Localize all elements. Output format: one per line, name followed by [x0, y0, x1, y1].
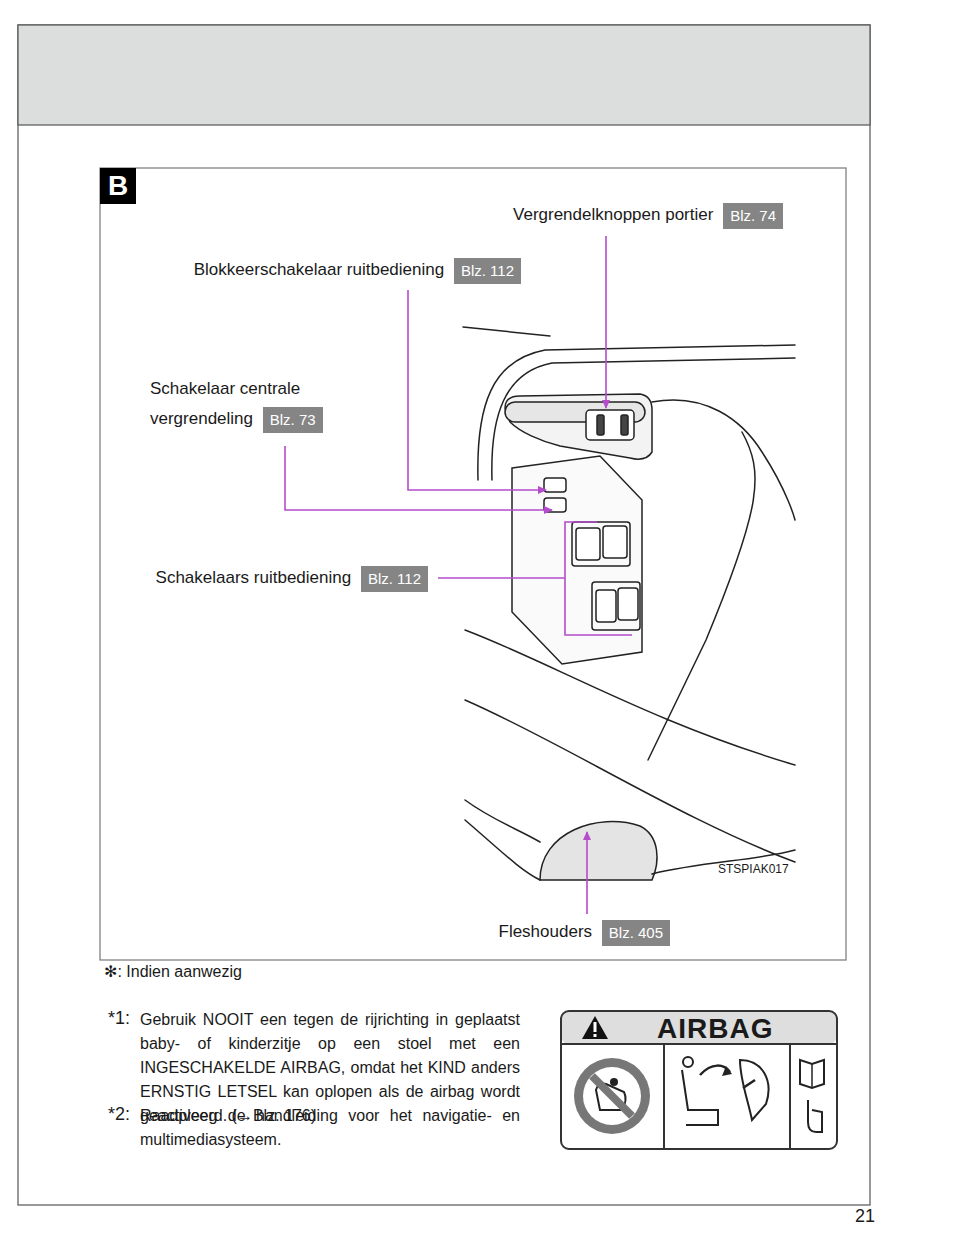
footnote-marker: *2: — [108, 1104, 130, 1125]
page-reference: Blz. 73 — [263, 407, 323, 433]
header-band — [18, 25, 870, 125]
airbag-warning-sticker: AIRBAG — [560, 1010, 838, 1150]
page-reference: Blz. 405 — [602, 920, 670, 946]
sticker-heading: AIRBAG — [657, 1013, 773, 1045]
part-name: Fleshouders — [499, 922, 593, 941]
diagram-panel — [100, 168, 846, 960]
part-name: Schakelaars ruitbediening — [156, 568, 352, 587]
page-reference: Blz. 112 — [361, 566, 428, 592]
footnote-text: Raadpleeg de handleiding voor het naviga… — [140, 1104, 520, 1152]
airbag-sticker-art — [561, 1011, 837, 1148]
footnote-key: ✻: Indien aanwezig — [104, 962, 242, 981]
part-name: Vergrendelknoppen portier — [513, 205, 713, 224]
callout-label: Vergrendelknoppen portier Blz. 74 — [513, 202, 783, 229]
figure-code: STSPIAK017 — [718, 862, 789, 876]
door-illustration — [463, 327, 795, 880]
callout-label: Schakelaar centrale vergrendeling Blz. 7… — [150, 374, 365, 434]
page-frame — [18, 25, 870, 1205]
footnote-marker: *1: — [108, 1008, 130, 1029]
page-number: 21 — [855, 1206, 875, 1227]
page-reference: Blz. 74 — [723, 203, 783, 229]
part-name: Blokkeerschakelaar ruitbediening — [194, 260, 444, 279]
callout-label: Schakelaars ruitbediening Blz. 112 — [156, 565, 428, 592]
section-badge: B — [100, 168, 136, 204]
callout-label: Fleshouders Blz. 405 — [499, 919, 671, 946]
callout-label: Blokkeerschakelaar ruitbediening Blz. 11… — [194, 257, 521, 284]
section-letter: B — [108, 170, 128, 201]
page-reference: Blz. 112 — [454, 258, 521, 284]
